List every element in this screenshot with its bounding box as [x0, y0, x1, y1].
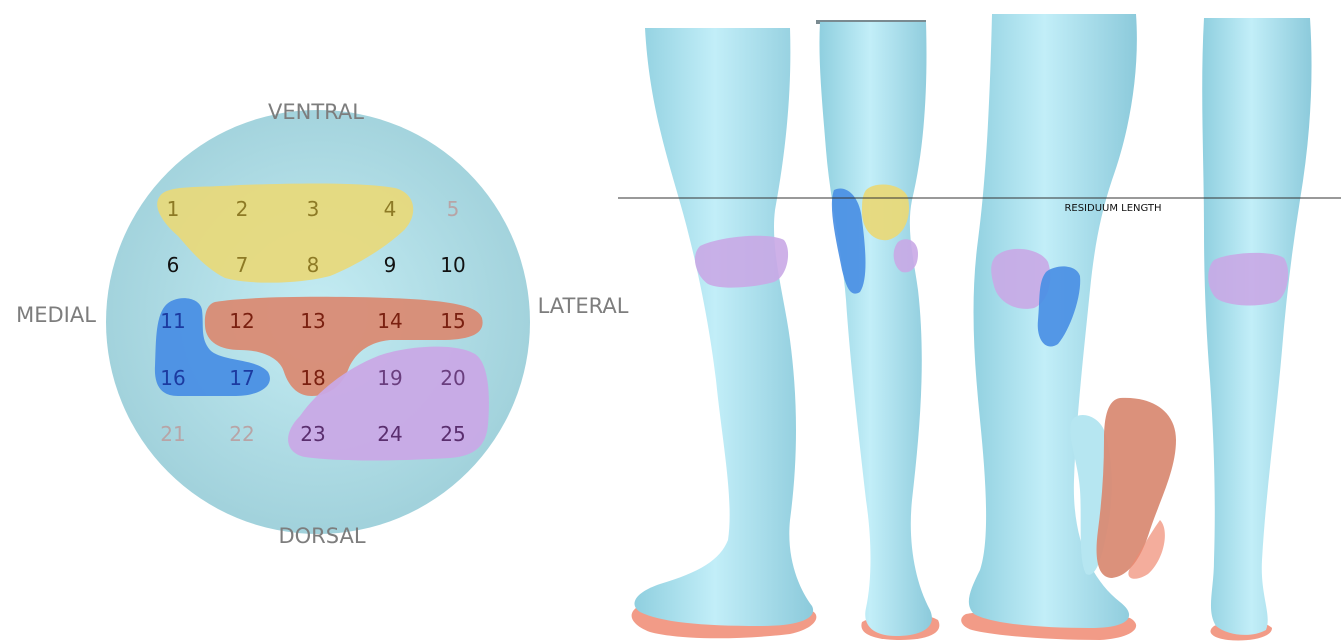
dorsal-label: DORSAL: [278, 524, 365, 548]
leg-view-front: [816, 20, 939, 640]
grid-number-8: 8: [307, 253, 320, 277]
lateral-label: LATERAL: [538, 294, 629, 318]
grid-number-12: 12: [229, 309, 254, 333]
grid-number-20: 20: [440, 366, 465, 390]
grid-number-19: 19: [377, 366, 402, 390]
grid-number-22: 22: [229, 422, 254, 446]
grid-number-3: 3: [307, 197, 320, 221]
grid-number-14: 14: [377, 309, 402, 333]
grid-number-18: 18: [300, 366, 325, 390]
grid-number-24: 24: [377, 422, 402, 446]
grid-number-16: 16: [160, 366, 185, 390]
grid-number-4: 4: [384, 197, 397, 221]
grid-number-17: 17: [229, 366, 254, 390]
grid-number-1: 1: [167, 197, 180, 221]
purple-pad-front: [894, 239, 918, 272]
leg-views: RESIDUUM LENGTH: [618, 14, 1341, 641]
ventral-label: VENTRAL: [268, 100, 364, 124]
grid-number-23: 23: [300, 422, 325, 446]
grid-number-9: 9: [384, 253, 397, 277]
leg-silhouette: [819, 22, 931, 636]
leg-silhouette: [1202, 18, 1311, 635]
grid-number-13: 13: [300, 309, 325, 333]
purple-pad-medial: [695, 236, 788, 288]
grid-number-7: 7: [236, 253, 249, 277]
foot-sole-view: [1070, 398, 1176, 579]
grid-number-25: 25: [440, 422, 465, 446]
leg-view-medial: [632, 28, 817, 638]
purple-pad-back: [1208, 253, 1288, 306]
foot-sole-red-zone: [1097, 398, 1176, 578]
leg-silhouette: [634, 28, 813, 626]
leg-view-back: [1202, 18, 1311, 641]
grid-number-10: 10: [440, 253, 465, 277]
grid-number-21: 21: [160, 422, 185, 446]
medial-label: MEDIAL: [16, 303, 96, 327]
grid-number-15: 15: [440, 309, 465, 333]
grid-number-11: 11: [160, 309, 185, 333]
grid-number-2: 2: [236, 197, 249, 221]
grid-number-5: 5: [447, 197, 460, 221]
grid-number-6: 6: [167, 253, 180, 277]
residuum-length-label: RESIDUUM LENGTH: [1064, 203, 1161, 214]
